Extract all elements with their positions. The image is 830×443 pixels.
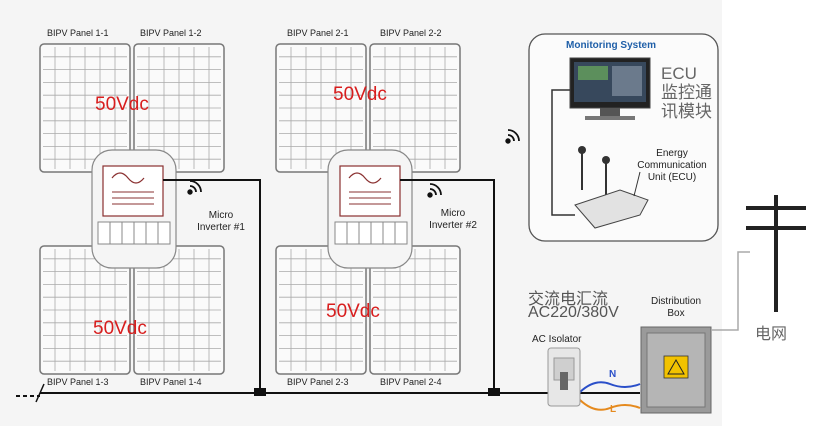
panel-label-2-2: BIPV Panel 2-2 xyxy=(380,28,442,38)
voltage-label: 50Vdc xyxy=(333,84,387,105)
monitoring-system-title: Monitoring System xyxy=(566,40,657,51)
panel-label-2-1: BIPV Panel 2-1 xyxy=(287,28,349,38)
micro-inverter-2 xyxy=(339,165,401,217)
ecu-unit-label: Energy Communication Unit (ECU) xyxy=(630,148,714,184)
connector-block-2 xyxy=(334,221,408,245)
wireless-icon xyxy=(427,183,442,198)
micro-inverter-1 xyxy=(102,165,164,217)
ecu-unit-label-line: Communication xyxy=(637,160,707,171)
ac-bus-title-cn: 交流电汇流 xyxy=(528,291,609,308)
solar-panel-2-2 xyxy=(369,43,461,173)
panel-label-1-1: BIPV Panel 1-1 xyxy=(47,28,109,38)
voltage-label: 50Vdc xyxy=(326,301,380,322)
solar-panel-1-4 xyxy=(133,245,225,375)
grid-label: 电网 xyxy=(755,326,788,343)
distribution-box-label-line: Distribution xyxy=(650,296,702,307)
ecu-module-label: ECU 监控通 讯模块 xyxy=(661,64,712,121)
inverter-2-label: Micro Inverter #2 xyxy=(418,208,488,232)
panel-label-1-2: BIPV Panel 1-2 xyxy=(140,28,202,38)
ac-wiring xyxy=(16,179,640,403)
monitor-computer xyxy=(569,57,651,120)
inverter-1-label-line: Micro xyxy=(208,210,234,221)
voltage-label: 50Vdc xyxy=(93,318,147,339)
neutral-label: N xyxy=(609,369,617,380)
solar-panel-1-2 xyxy=(133,43,225,173)
monitor-ecu-link xyxy=(551,89,575,216)
solar-panel-2-1 xyxy=(275,43,367,173)
inverter-1-label: Micro Inverter #1 xyxy=(186,210,256,234)
ecu-module-label-line: ECU xyxy=(661,64,697,83)
live-label: L xyxy=(610,404,617,415)
voltage-label: 50Vdc xyxy=(95,94,149,115)
panel-label-1-3: BIPV Panel 1-3 xyxy=(47,377,109,387)
ecu-device xyxy=(574,146,649,229)
inverter-2-label-line: Inverter #2 xyxy=(429,220,477,231)
panel-label-1-4: BIPV Panel 1-4 xyxy=(140,377,202,387)
distribution-box-label-line: Box xyxy=(667,308,685,319)
ecu-module-label-line: 监控通 xyxy=(661,83,712,102)
wireless-icon xyxy=(187,180,202,195)
distribution-box-label: Distribution Box xyxy=(636,296,716,320)
inverter-1-label-line: Inverter #1 xyxy=(197,222,245,233)
connector-block-1 xyxy=(97,221,171,245)
solar-panel-2-3 xyxy=(275,245,367,375)
ecu-label-pointer xyxy=(633,171,641,197)
distribution-box xyxy=(640,326,712,414)
inverter-2-label-line: Micro xyxy=(440,208,466,219)
ac-bus-title-en: AC220/380V xyxy=(528,304,619,321)
grid-connection-wire xyxy=(711,251,750,331)
ac-isolator xyxy=(547,347,581,407)
ecu-unit-label-line: Unit (ECU) xyxy=(647,172,697,183)
panel-label-2-3: BIPV Panel 2-3 xyxy=(287,377,349,387)
solar-panel-2-4 xyxy=(369,245,461,375)
solar-panel-1-3 xyxy=(39,245,131,375)
panel-label-2-4: BIPV Panel 2-4 xyxy=(380,377,442,387)
ecu-module-label-line: 讯模块 xyxy=(661,102,712,121)
ecu-unit-label-line: Energy xyxy=(656,148,688,159)
live-wire xyxy=(579,399,641,411)
ac-isolator-label: AC Isolator xyxy=(532,334,582,345)
junction-1 xyxy=(254,388,266,396)
utility-pole xyxy=(746,195,806,312)
neutral-wire xyxy=(579,381,641,393)
junction-2 xyxy=(488,388,500,396)
wireless-icon xyxy=(505,129,520,144)
